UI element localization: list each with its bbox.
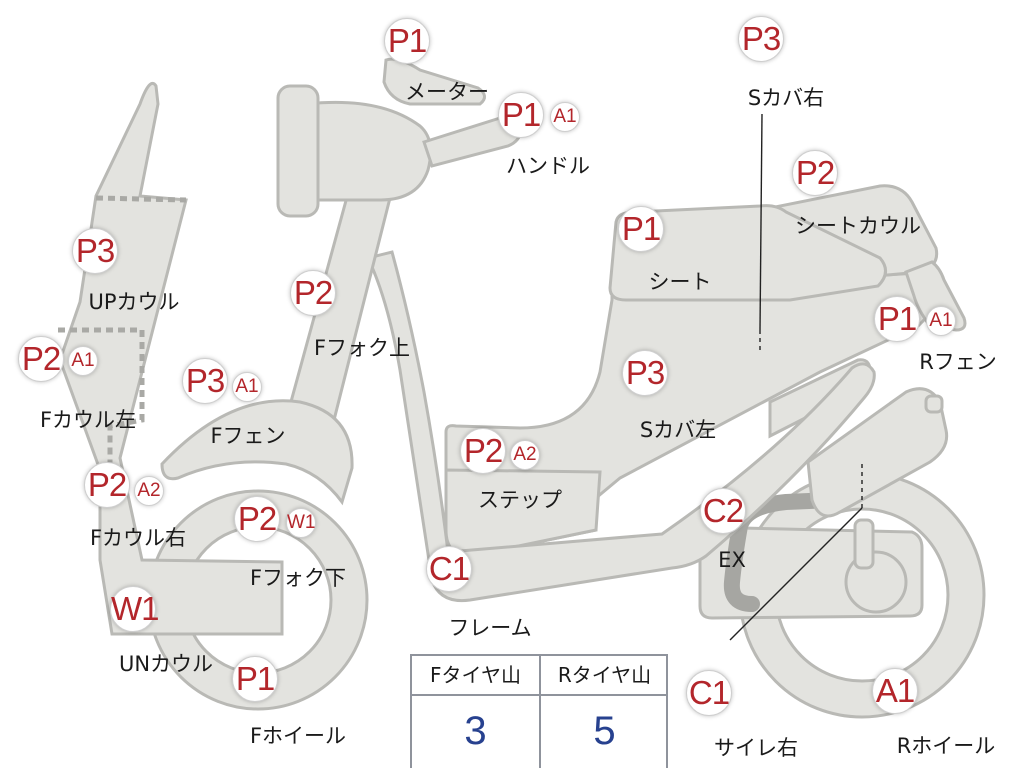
rear-tire-tread-header: Rタイヤ山	[557, 663, 652, 687]
frame-shape	[365, 250, 876, 603]
front-tire-tread-value: 3	[464, 709, 487, 753]
handle-sub-grade-badge: A1	[550, 102, 580, 132]
up-cowl-grade-badge: P3	[72, 228, 118, 274]
exhaust-grade-badge: C2	[700, 488, 746, 534]
f-cowl-right-sub-grade-badge: A2	[134, 476, 164, 506]
s-cover-right-grade-badge: P3	[738, 16, 784, 62]
front-tire-tread-header: Fタイヤ山	[430, 663, 521, 687]
meter-label: メーター	[405, 80, 489, 104]
f-fork-upper-label: Fフォク上	[313, 336, 411, 360]
rear-tire-tread-value: 5	[593, 709, 616, 753]
f-wheel-grade-badge: P1	[232, 656, 278, 702]
cowl-split-line-middle	[58, 327, 145, 468]
seat-cowl-grade-badge: P2	[792, 150, 838, 196]
shock-shape	[853, 518, 875, 570]
r-fender-grade-badge: P1	[874, 296, 920, 342]
un-cowl-label: UNカウル	[118, 652, 214, 676]
un-cowl-grade-badge: W1	[110, 586, 160, 632]
cowl-split-line-upper	[95, 195, 187, 203]
f-fork-lower-label: Fフォク下	[249, 566, 347, 590]
f-fender-grade-badge: P3	[182, 358, 228, 404]
s-cover-right-label: Sカバ右	[747, 86, 825, 110]
seat-cowl-label: シートカウル	[795, 214, 921, 238]
handle-label: ハンドル	[506, 154, 590, 178]
frame-grade-badge: C1	[426, 546, 472, 592]
frame-label: フレーム	[448, 616, 532, 640]
silencer-tip-shape	[924, 394, 944, 414]
f-fork-lower-sub-grade-badge: W1	[286, 508, 316, 538]
s-cover-left-label: Sカバ左	[639, 418, 717, 442]
meter-grade-badge: P1	[384, 18, 430, 64]
f-fender-sub-grade-badge: A1	[232, 372, 262, 402]
silencer-right-label: サイレ右	[714, 736, 798, 760]
leader-s-cover-right	[759, 113, 763, 331]
f-fork-upper-grade-badge: P2	[290, 270, 336, 316]
silencer-right-grade-badge: C1	[686, 670, 732, 716]
tire-tread-table: Fタイヤ山 Rタイヤ山 3 5	[410, 654, 668, 768]
seat-label: シート	[648, 270, 712, 294]
f-cowl-right-grade-badge: P2	[84, 462, 130, 508]
silencer-shape	[806, 387, 949, 518]
f-cowl-left-grade-badge: P2	[18, 336, 64, 382]
exhaust-label: EX	[718, 548, 746, 572]
f-cowl-left-label: Fカウル左	[39, 408, 137, 432]
f-fork-lower-grade-badge: P2	[234, 496, 280, 542]
table-divider-vertical	[539, 656, 541, 768]
f-fender-label: Fフェン	[210, 424, 286, 448]
front-fender-shape	[160, 399, 354, 506]
r-wheel-label: Rホイール	[896, 734, 996, 758]
up-cowl-label: UPカウル	[88, 290, 180, 314]
headlight-shroud-shape	[304, 100, 433, 202]
f-wheel-label: Fホイール	[249, 724, 347, 748]
step-label: ステップ	[478, 488, 562, 512]
handle-grade-badge: P1	[498, 92, 544, 138]
step-grade-badge: P2	[460, 428, 506, 474]
r-wheel-grade-badge: A1	[872, 668, 918, 714]
seat-grade-badge: P1	[618, 206, 664, 252]
headlight-shape	[276, 84, 320, 218]
f-cowl-left-sub-grade-badge: A1	[68, 346, 98, 376]
f-cowl-right-label: Fカウル右	[89, 526, 187, 550]
step-sub-grade-badge: A2	[510, 440, 540, 470]
r-fender-sub-grade-badge: A1	[926, 306, 956, 336]
r-fender-label: Rフェン	[919, 350, 997, 374]
leader-silencer	[729, 507, 863, 641]
s-cover-left-grade-badge: P3	[622, 350, 668, 396]
